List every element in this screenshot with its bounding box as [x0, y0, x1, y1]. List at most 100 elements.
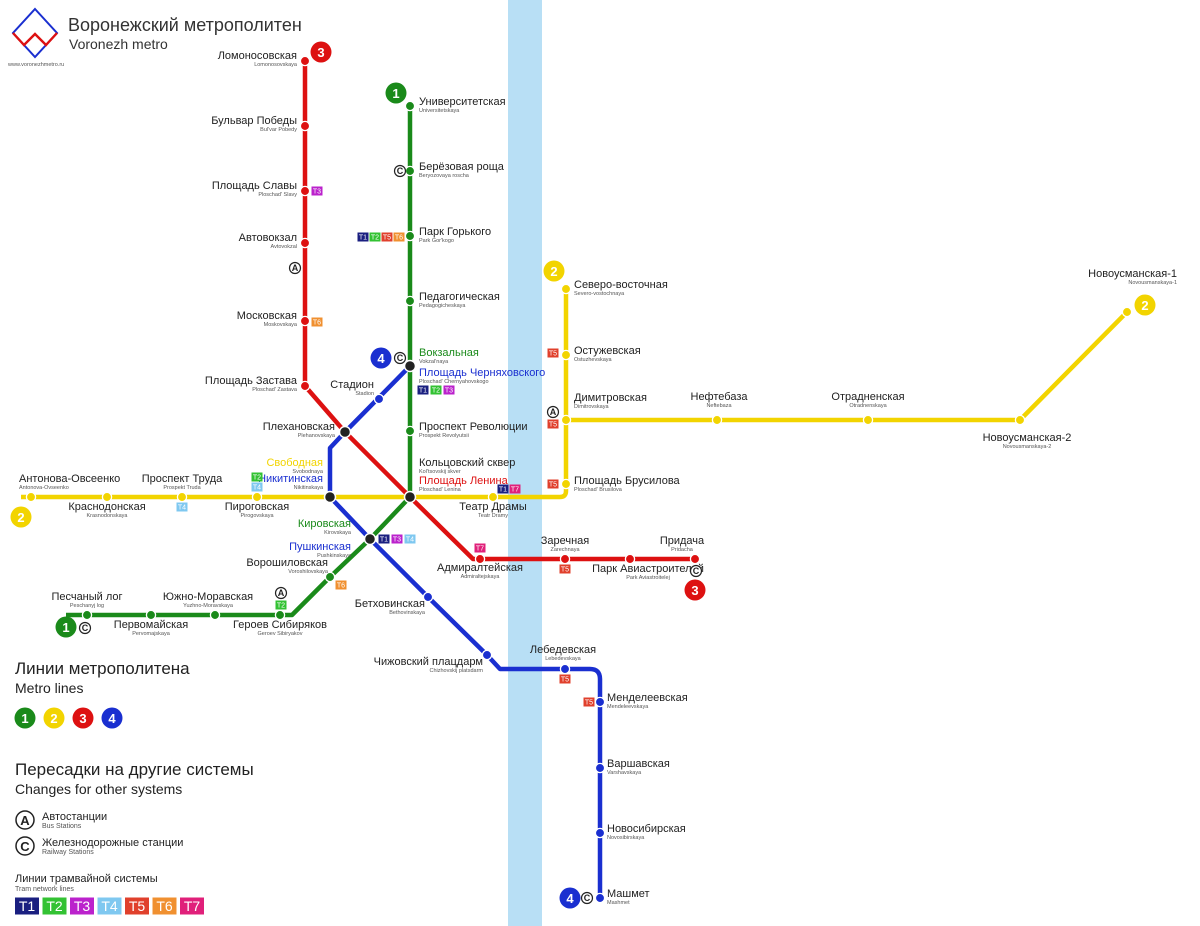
interchange-dot: [323, 490, 337, 504]
tram-badge-label: T2: [277, 603, 285, 610]
header-title-en: Voronezh metro: [69, 36, 168, 52]
station-dot: [1121, 306, 1133, 318]
station-dot: [299, 380, 311, 392]
station-label: Адмиралтейская: [437, 562, 523, 574]
tram-t2-badge: T2: [251, 472, 263, 482]
station-label: Ворошиловская: [246, 557, 328, 569]
tram-badge-label: T6: [156, 898, 173, 914]
station-label: Педагогическая: [419, 291, 500, 303]
bus-station-icon: A: [546, 405, 560, 419]
line-badge-circle: [684, 579, 706, 601]
tram-t7-badge: T7: [509, 484, 521, 494]
line-badge-circle: [55, 616, 77, 638]
station-label-en: Ploschad' Chernyahovskogo: [419, 379, 489, 385]
station-label-en: Novousmanskaya-2: [1003, 444, 1052, 450]
station-dot: [594, 696, 606, 708]
tram-badge-bg: [15, 897, 39, 915]
station-label: Парк Авиастроителей: [592, 563, 704, 575]
station-label: Бульвар Победы: [211, 115, 297, 127]
bus-station-icon-ring: [274, 586, 288, 600]
station-label-en: Avtovokzal: [271, 244, 298, 250]
station-dot: [299, 120, 311, 132]
tram-badge-label: T5: [549, 482, 557, 489]
interchange-dot: [338, 425, 352, 439]
railway-station-icon: C: [393, 351, 407, 365]
line-badge-circle: [43, 707, 65, 729]
tram-badge-bg: [559, 674, 571, 684]
tram-badge-bg: [251, 472, 263, 482]
tram-t1-badge: T1: [15, 897, 39, 915]
line-badge-number: 3: [79, 711, 86, 726]
station-label-en: Park Gor'kogo: [419, 238, 454, 244]
station-dot: [711, 414, 723, 426]
tram-badge-bg: [443, 385, 455, 395]
tram-badge-label: T1: [19, 898, 36, 914]
station-dot: [624, 553, 636, 565]
tram-t5-badge: T5: [547, 479, 559, 489]
line-badge-circle: [1134, 294, 1156, 316]
station-dot: [1014, 414, 1026, 426]
railway-station-icon: C: [393, 164, 407, 178]
tram-t3-badge: T3: [391, 534, 403, 544]
station-label: Автовокзал: [239, 232, 297, 244]
tram-badge-bg: [70, 897, 94, 915]
interchange-dot: [403, 359, 417, 373]
line-badge-number: 2: [1141, 298, 1148, 313]
tram-badge-label: T5: [383, 235, 391, 242]
station-dot: [689, 553, 701, 565]
line-4-badge: 4: [559, 887, 581, 909]
station-label: Проспект Революции: [419, 421, 528, 433]
